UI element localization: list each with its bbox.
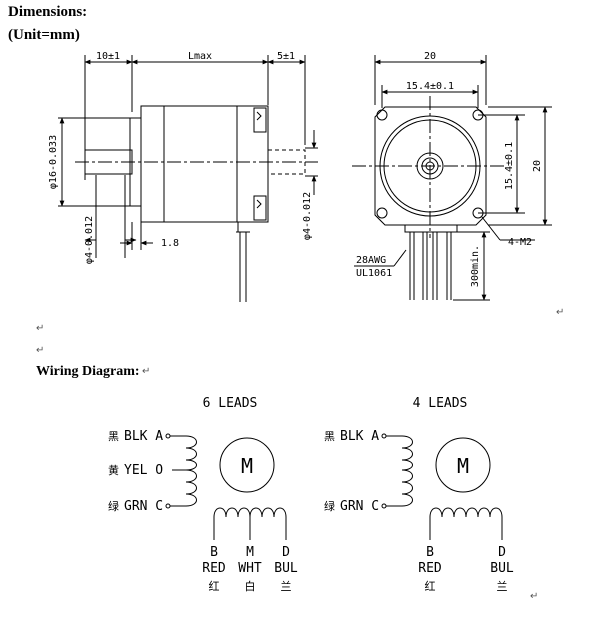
six-lead-blk-cn: 黑 [108, 430, 119, 443]
dim-hole-spacing-top: 15.4±0.1 [406, 81, 454, 92]
return-mark: ↵ [142, 366, 151, 377]
four-lead-grn-label: GRN C [340, 499, 379, 514]
dim-shaft-length: 10±1 [96, 51, 120, 62]
six-lead-blk-label: BLK A [124, 429, 163, 444]
six-leads-title: 6 LEADS [203, 396, 258, 411]
four-lead-blk-label: BLK A [340, 429, 379, 444]
six-bottom-d-cn: 兰 [281, 580, 292, 593]
six-bottom-m-cn: 白 [245, 579, 256, 593]
dim-flange-width: 20 [424, 51, 436, 62]
unit-heading: (Unit=mm) [8, 27, 80, 43]
four-bottom-d-cn: 兰 [497, 580, 508, 593]
dim-boss-thickness: 1.8 [161, 238, 179, 249]
wiring-6-leads [165, 433, 287, 540]
dim-boss-diameter: φ16-0.033 [48, 135, 59, 189]
dim-hole-spacing-side: 15.4±0.1 [504, 142, 515, 190]
return-mark: ↵ [556, 307, 565, 318]
four-leads-title: 4 LEADS [413, 396, 468, 411]
six-bottom-d-color: BUL [274, 561, 298, 576]
dim-rear-shaft: 5±1 [277, 51, 295, 62]
dimensions-heading: Dimensions: [8, 4, 88, 20]
wire-gauge: 28AWG [356, 255, 386, 266]
four-bottom-d-color: BUL [490, 561, 514, 576]
four-lead-grn-cn: 绿 [324, 499, 335, 513]
return-mark: ↵ [36, 323, 45, 334]
six-motor-label: M [241, 454, 253, 478]
six-bottom-d-letter: D [282, 545, 290, 560]
six-bottom-b-color: RED [202, 561, 226, 576]
wire-rating: UL1061 [356, 268, 392, 279]
wiring-heading: Wiring Diagram: [36, 364, 140, 379]
six-bottom-m-letter: M [246, 545, 254, 560]
six-lead-grn-cn: 绿 [108, 499, 119, 513]
four-motor-label: M [457, 454, 469, 478]
four-lead-blk-cn: 黑 [324, 430, 335, 443]
return-mark: ↵ [36, 345, 45, 356]
wiring-4-leads [381, 433, 503, 540]
six-bottom-b-letter: B [210, 545, 218, 560]
dim-flange-height: 20 [532, 160, 543, 172]
front-view [352, 55, 552, 301]
four-bottom-b-color: RED [418, 561, 442, 576]
four-bottom-b-letter: B [426, 545, 434, 560]
dim-mount-holes: 4-M2 [508, 237, 532, 248]
dim-shaft-diameter-left: φ4-0.012 [84, 216, 95, 264]
dim-lmax: Lmax [188, 51, 212, 62]
dim-lead-length: 300min. [470, 245, 481, 287]
six-lead-yel-label: YEL O [124, 463, 163, 478]
four-bottom-d-letter: D [498, 545, 506, 560]
six-bottom-b-cn: 红 [209, 580, 220, 593]
side-view [58, 55, 318, 302]
return-mark: ↵ [530, 591, 539, 602]
dim-shaft-diameter-right: φ4-0.012 [302, 192, 313, 240]
six-lead-yel-cn: 黄 [108, 463, 119, 477]
four-bottom-b-cn: 红 [425, 580, 436, 593]
six-lead-grn-label: GRN C [124, 499, 163, 514]
six-bottom-m-color: WHT [238, 561, 262, 576]
